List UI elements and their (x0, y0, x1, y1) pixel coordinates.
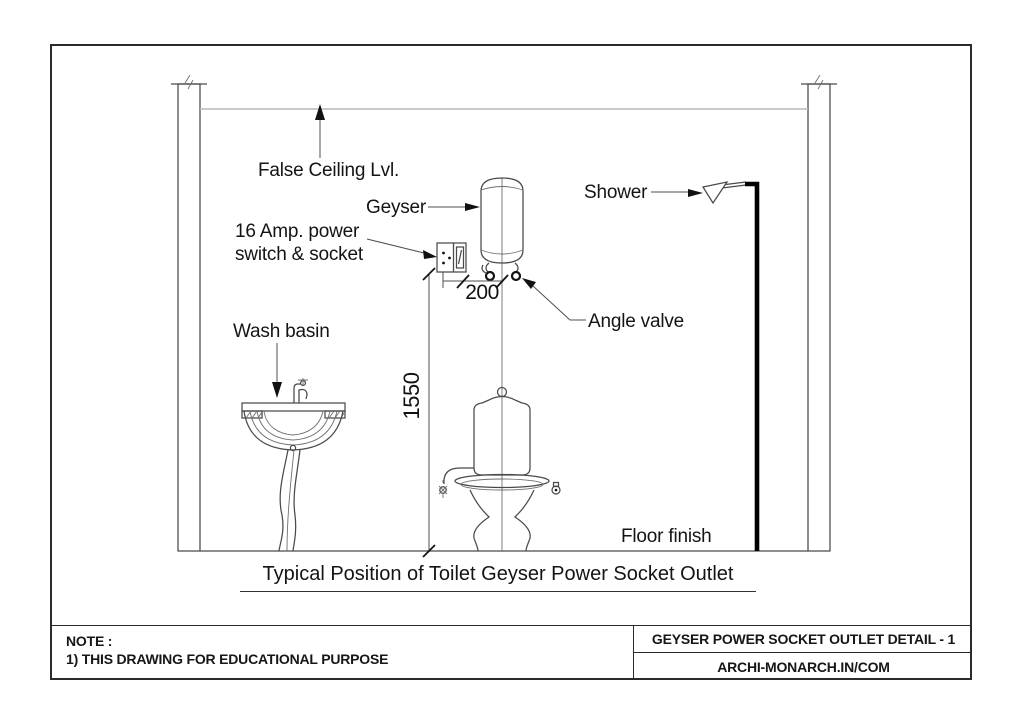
shower-figure (651, 181, 760, 551)
dimension-1550: 1550 (399, 372, 424, 420)
false-ceiling-arrow (315, 104, 325, 158)
shower-head (701, 181, 729, 205)
basin-tap (293, 383, 301, 403)
note-line: 1) THIS DRAWING FOR EDUCATIONAL PURPOSE (66, 651, 389, 667)
toilet-figure (438, 386, 561, 552)
label-shower: Shower (584, 182, 648, 203)
angle-valve-leader (522, 278, 586, 321)
power-socket-leader (366, 238, 437, 259)
sheet-border (50, 44, 972, 680)
label-geyser: Geyser (366, 197, 427, 218)
geyser-figure (480, 177, 524, 282)
dim-1550-lines (422, 267, 436, 558)
label-floor-finish: Floor finish (621, 526, 712, 547)
label-power-socket-line2: switch & socket (235, 244, 363, 265)
right-wall (801, 74, 837, 552)
label-power-socket: 16 Amp. power switch & socket (235, 220, 363, 266)
label-false-ceiling: False Ceiling Lvl. (258, 160, 400, 181)
label-wash-basin: Wash basin (233, 321, 330, 342)
wash-basin-figure (241, 343, 346, 552)
geyser-leader (428, 203, 480, 211)
power-socket-box (436, 242, 467, 273)
drawing-caption: Typical Position of Toilet Geyser Power … (240, 563, 756, 592)
shower-pipe (745, 181, 760, 551)
note-heading: NOTE : (66, 633, 113, 649)
label-angle-valve: Angle valve (588, 311, 685, 332)
titleblock-detail-title: GEYSER POWER SOCKET OUTLET DETAIL - 1 (651, 630, 956, 647)
dim-200-lines (442, 272, 509, 289)
titleblock-divider (633, 652, 972, 653)
label-power-socket-line1: 16 Amp. power (235, 221, 360, 242)
geyser-inlet-valve (484, 270, 496, 282)
left-wall (171, 74, 207, 552)
angle-valve-fitting (510, 270, 522, 282)
titleblock-website: ARCHI-MONARCH.IN/COM (717, 658, 890, 675)
band-top-line (50, 625, 972, 626)
dimension-200: 200 (465, 281, 499, 304)
toilet-angle-valve (439, 486, 447, 494)
